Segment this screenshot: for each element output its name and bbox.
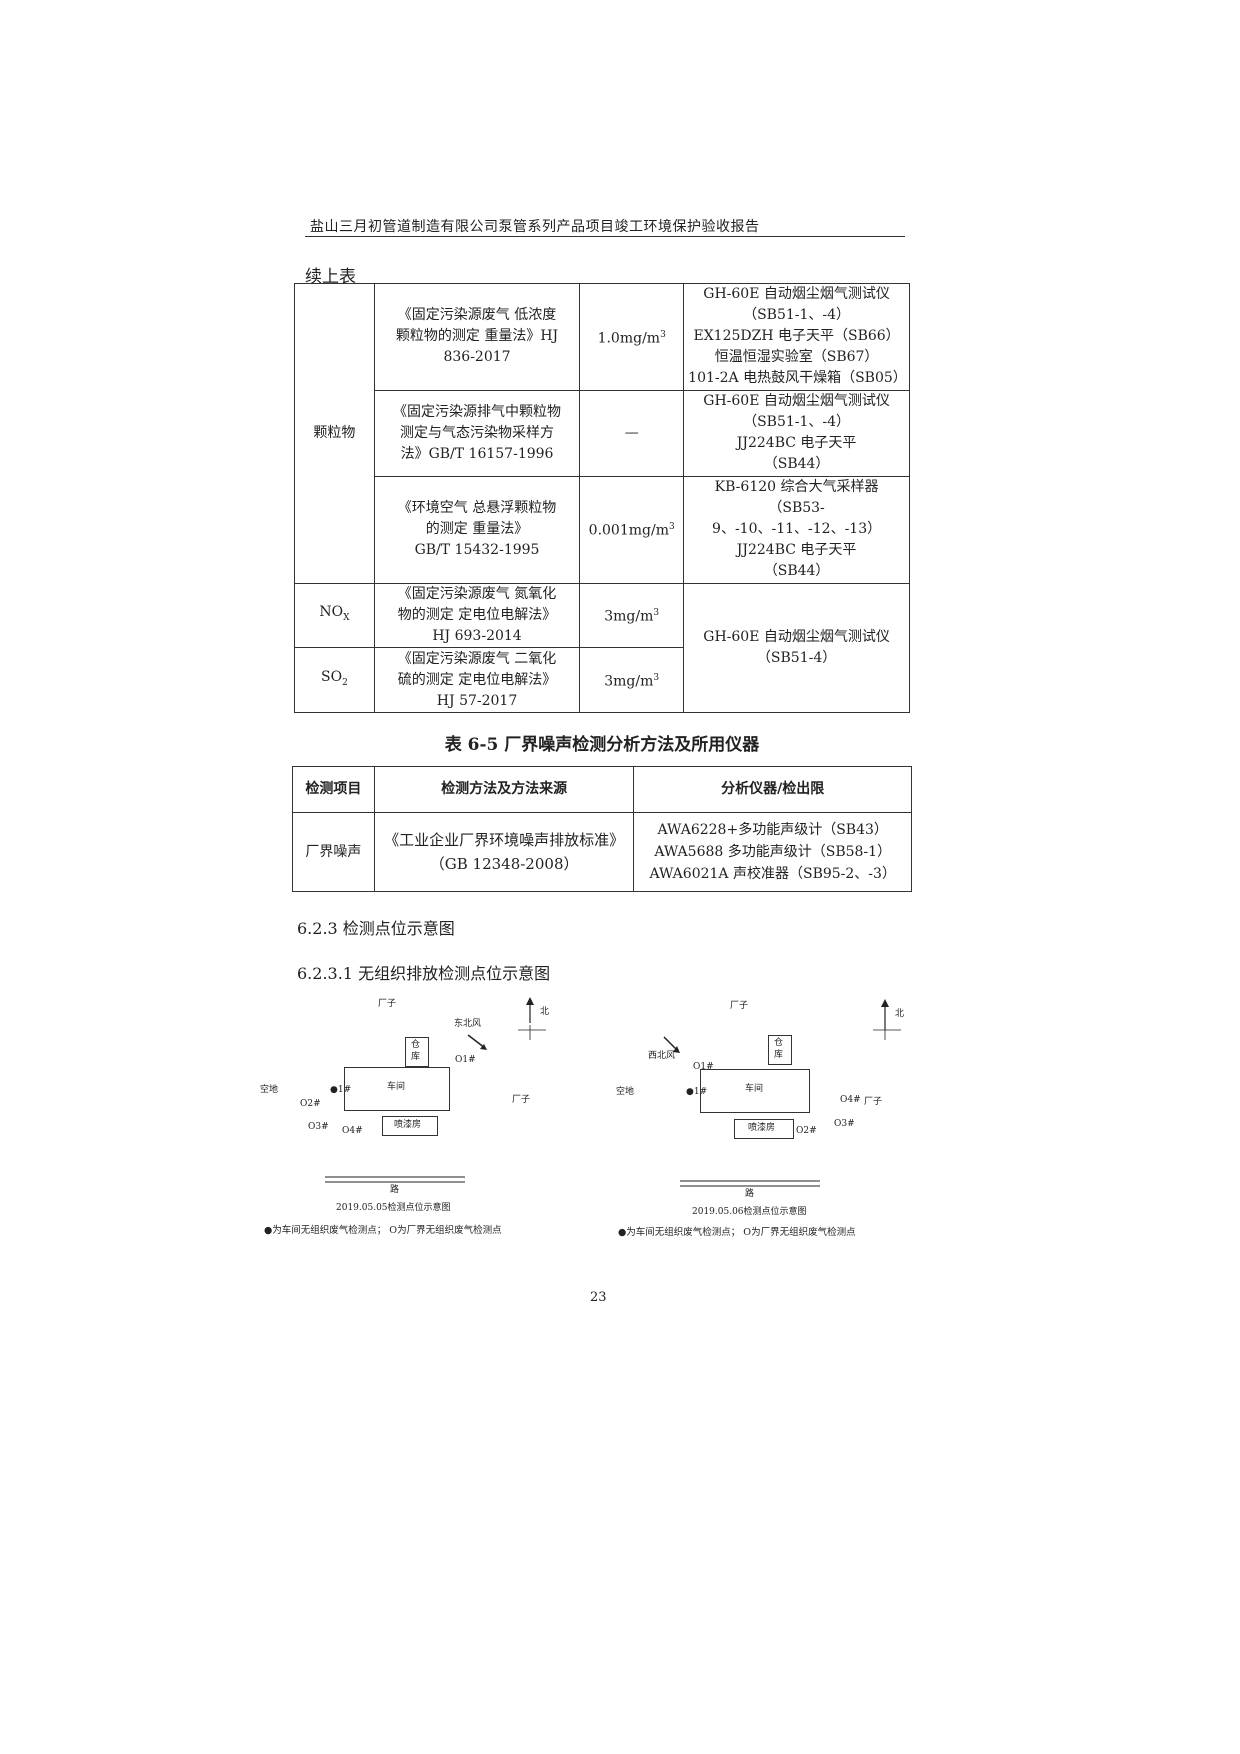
diagram-legend: ●为车间无组织废气检测点； O为厂界无组织废气检测点 [618, 1227, 856, 1238]
warehouse-box: 仓 库 [768, 1035, 792, 1065]
method-cell: 《环境空气 总悬浮颗粒物的测定 重量法》GB/T 15432-1995 [373, 475, 581, 584]
report-header-title: 盐山三月初管道制造有限公司泵管系列产品项目竣工环境保护验收报告 [310, 219, 760, 235]
north-label: 北 [895, 1009, 905, 1019]
item-cell: 颗粒物 [294, 283, 375, 584]
limit-cell: 1.0mg/m3 [579, 283, 685, 391]
method-cell: 《固定污染源排气中颗粒物测定与气态污染物采样方法》GB/T 16157-1996 [373, 389, 581, 477]
column-header: 检测方法及方法来源 [373, 766, 635, 813]
item-cell: NOX [294, 582, 375, 649]
method-cell: 《工业企业厂界环境噪声排放标准》（GB 12348-2008） [373, 812, 635, 892]
diagram-caption: 2019.05.05检测点位示意图 [336, 1203, 451, 1213]
item-cell: SO2 [294, 647, 375, 713]
monitoring-point-3: O3# [834, 1119, 855, 1129]
table-row: 《环境空气 总悬浮颗粒物的测定 重量法》GB/T 15432-1995 0.00… [295, 475, 910, 584]
instrument-cell: GH-60E 自动烟尘烟气测试仪（SB51-1、-4）EX125DZH 电子天平… [683, 283, 910, 391]
diagram-legend: ●为车间无组织废气检测点； O为厂界无组织废气检测点 [264, 1225, 502, 1236]
method-cell: 《固定污染源废气 氮氧化物的测定 定电位电解法》HJ 693-2014 [373, 582, 581, 649]
limit-cell: — [579, 389, 685, 477]
table-row: 《固定污染源排气中颗粒物测定与气态污染物采样方法》GB/T 16157-1996… [295, 389, 910, 477]
monitoring-point-4: O4# [840, 1095, 861, 1105]
monitoring-point-4: O4# [342, 1126, 363, 1136]
site-map-diagram-0505: 北 厂子 东北风 仓 库 O1# 车间 空地 ●1# 厂子 O2# O3# O4… [250, 995, 590, 1255]
limit-cell: 0.001mg/m3 [579, 475, 685, 584]
noise-methods-table: 检测项目 检测方法及方法来源 分析仪器/检出限 厂界噪声 《工业企业厂界环境噪声… [292, 766, 912, 892]
workshop-point-1: ●1# [330, 1085, 352, 1095]
site-map-diagram-0506: 北 厂子 西北风 仓 库 O1# 车间 空地 ●1# O4# 厂子 O3# 喷漆… [608, 995, 938, 1255]
workshop-box: 车间 [344, 1067, 450, 1111]
header-divider [305, 236, 905, 237]
diagram-lines [325, 997, 546, 1183]
factory-label: 厂子 [730, 1001, 749, 1011]
wind-direction-label: 西北风 [648, 1051, 676, 1061]
column-header: 检测项目 [292, 766, 375, 813]
diagram-caption: 2019.05.06检测点位示意图 [692, 1207, 807, 1217]
table-row: 厂界噪声 《工业企业厂界环境噪声排放标准》（GB 12348-2008） AWA… [292, 812, 912, 892]
limit-cell: 3mg/m3 [579, 647, 685, 713]
factory-label: 厂子 [864, 1097, 883, 1107]
north-label: 北 [540, 1007, 550, 1017]
road-label: 路 [390, 1185, 400, 1195]
subsection-heading: 6.2.3.1 无组织排放检测点位示意图 [297, 964, 551, 983]
workshop-point-1: ●1# [686, 1087, 708, 1097]
section-heading: 6.2.3 检测点位示意图 [297, 919, 455, 938]
page-number: 23 [590, 1290, 607, 1305]
instrument-cell: AWA6228+多功能声级计（SB43）AWA5688 多功能声级计（SB58-… [633, 812, 912, 892]
paint-room-box: 喷漆房 [734, 1119, 794, 1139]
empty-land-label: 空地 [616, 1087, 635, 1097]
road-label: 路 [745, 1189, 755, 1199]
monitoring-point-3: O3# [308, 1122, 329, 1132]
workshop-box: 车间 [700, 1069, 810, 1113]
table-row: NOX 《固定污染源废气 氮氧化物的测定 定电位电解法》HJ 693-2014 … [294, 582, 910, 714]
limit-cell: 3mg/m3 [579, 582, 685, 649]
monitoring-point-1: O1# [693, 1062, 714, 1072]
monitoring-point-2: O2# [796, 1126, 817, 1136]
empty-land-label: 空地 [260, 1085, 279, 1095]
item-cell: 厂界噪声 [292, 812, 375, 892]
warehouse-box: 仓 库 [405, 1037, 429, 1067]
instrument-cell: GH-60E 自动烟尘烟气测试仪（SB51-1、-4）JJ224BC 电子天平（… [683, 389, 910, 477]
column-header: 分析仪器/检出限 [633, 766, 912, 813]
factory-label: 厂子 [378, 999, 397, 1009]
instrument-cell: KB-6120 综合大气采样器（SB53-9、-10、-11、-12、-13）J… [683, 475, 910, 584]
diagram-lines [663, 999, 901, 1187]
monitoring-point-2: O2# [300, 1099, 321, 1109]
table-row: SO2 《固定污染源废气 二氧化硫的测定 定电位电解法》HJ 57-2017 3… [294, 647, 910, 713]
instrument-cell: GH-60E 自动烟尘烟气测试仪（SB51-4） [683, 582, 910, 714]
method-cell: 《固定污染源废气 二氧化硫的测定 定电位电解法》HJ 57-2017 [373, 647, 581, 713]
table-header-row: 检测项目 检测方法及方法来源 分析仪器/检出限 [292, 766, 912, 813]
factory-label: 厂子 [512, 1095, 531, 1105]
paint-room-box: 喷漆房 [382, 1116, 438, 1136]
table-caption: 表 6-5 厂界噪声检测分析方法及所用仪器 [444, 735, 760, 755]
wind-direction-label: 东北风 [454, 1019, 482, 1029]
monitoring-point-1: O1# [455, 1055, 476, 1065]
continued-table-label: 续上表 [305, 267, 356, 287]
